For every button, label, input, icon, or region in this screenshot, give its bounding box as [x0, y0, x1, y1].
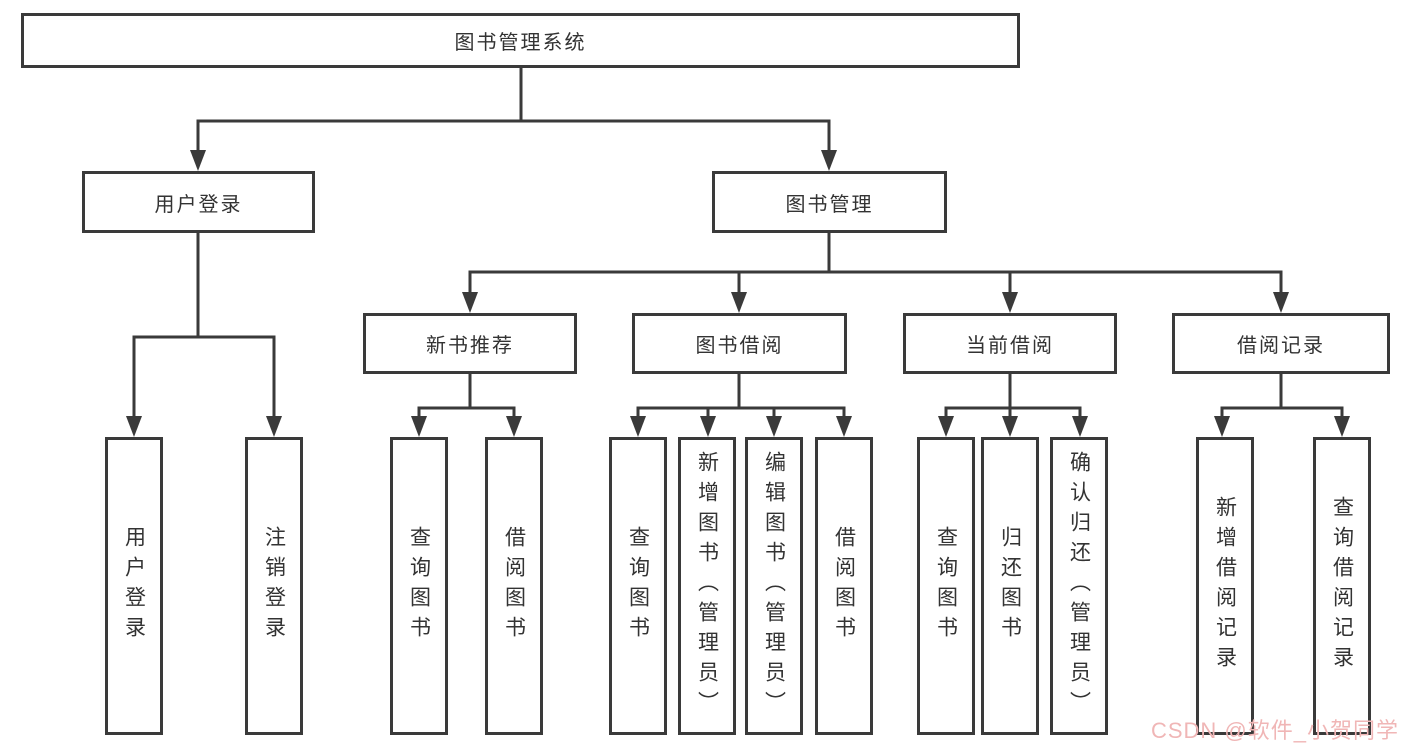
leaf-logout-label: 注销登录 [262, 526, 286, 646]
leaf-query-books-recommend-label: 查询图书 [407, 526, 431, 646]
leaf-edit-books-admin-label: 编辑图书（管理员） [762, 451, 786, 721]
leaf-borrow-books-borrowing: 借阅图书 [815, 437, 873, 735]
leaf-user-login-label: 用户登录 [122, 526, 146, 646]
node-root: 图书管理系统 [21, 13, 1020, 68]
leaf-query-books-current-label: 查询图书 [934, 526, 958, 646]
node-current-borrowing: 当前借阅 [903, 313, 1117, 374]
leaf-confirm-return-admin: 确认归还（管理员） [1050, 437, 1108, 735]
leaf-logout: 注销登录 [245, 437, 303, 735]
node-user-login: 用户登录 [82, 171, 315, 233]
leaf-borrow-books-borrowing-label: 借阅图书 [832, 526, 856, 646]
leaf-add-borrow-record-label: 新增借阅记录 [1213, 496, 1237, 676]
leaf-return-books-label: 归还图书 [998, 526, 1022, 646]
leaf-edit-books-admin: 编辑图书（管理员） [745, 437, 803, 735]
leaf-return-books: 归还图书 [981, 437, 1039, 735]
leaf-confirm-return-admin-label: 确认归还（管理员） [1067, 451, 1091, 721]
node-new-book-recommend: 新书推荐 [363, 313, 577, 374]
leaf-query-books-borrowing: 查询图书 [609, 437, 667, 735]
leaf-query-books-current: 查询图书 [917, 437, 975, 735]
node-new-book-recommend-label: 新书推荐 [426, 335, 514, 357]
leaf-query-borrow-record-label: 查询借阅记录 [1330, 496, 1354, 676]
leaf-query-books-recommend: 查询图书 [390, 437, 448, 735]
leaf-query-books-borrowing-label: 查询图书 [626, 526, 650, 646]
leaf-borrow-books-recommend: 借阅图书 [485, 437, 543, 735]
csdn-watermark: CSDN @软件_小贺同学 [1150, 718, 1399, 743]
node-borrowing-records: 借阅记录 [1172, 313, 1390, 374]
leaf-add-borrow-record: 新增借阅记录 [1196, 437, 1254, 735]
node-book-management-label: 图书管理 [785, 193, 874, 216]
leaf-user-login: 用户登录 [105, 437, 163, 735]
leaf-add-books-admin-label: 新增图书（管理员） [695, 451, 719, 721]
node-book-borrowing: 图书借阅 [632, 313, 847, 374]
node-root-label: 图书管理系统 [454, 32, 587, 54]
node-borrowing-records-label: 借阅记录 [1237, 335, 1325, 357]
node-book-borrowing-label: 图书借阅 [695, 335, 784, 357]
node-user-login-label: 用户登录 [154, 193, 243, 216]
leaf-add-books-admin: 新增图书（管理员） [678, 437, 736, 735]
node-book-management: 图书管理 [712, 171, 947, 233]
leaf-borrow-books-recommend-label: 借阅图书 [502, 526, 526, 646]
leaf-query-borrow-record: 查询借阅记录 [1313, 437, 1371, 735]
node-current-borrowing-label: 当前借阅 [966, 335, 1054, 357]
